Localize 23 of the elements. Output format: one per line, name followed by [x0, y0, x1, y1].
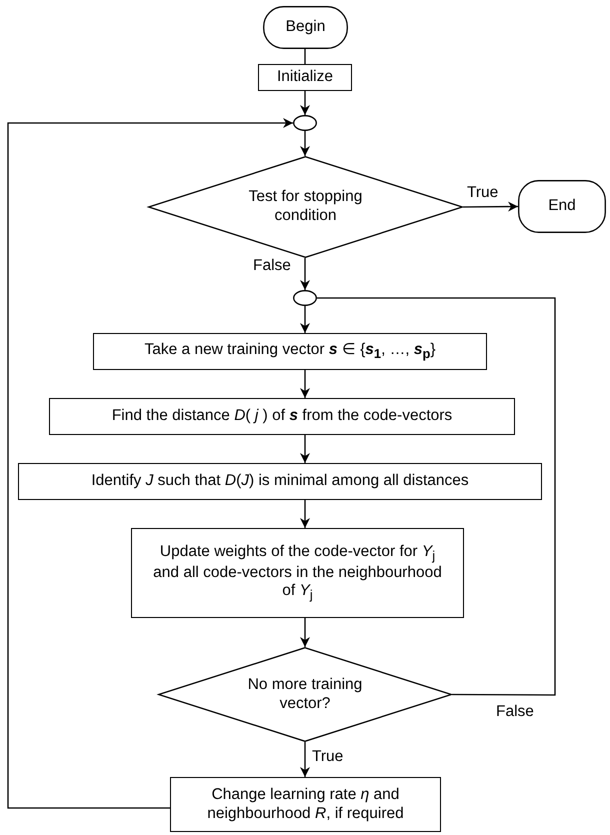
terminal-box: Begin: [263, 6, 348, 49]
process-box: Initialize: [258, 64, 352, 91]
arrow: [300, 618, 310, 647]
junction-circle: [293, 115, 317, 131]
arrow: [7, 118, 293, 809]
arrow: [300, 500, 310, 528]
process-box: Find the distance D( j ) of s from the code-vectors: [49, 398, 515, 435]
decision-diamond: Test for stopping condition: [148, 156, 463, 258]
decision-diamond: No more training vector?: [158, 647, 452, 742]
process-box: Identify J such that D(J) is minimal among all distances: [18, 463, 542, 500]
arrow: [300, 258, 310, 290]
arrow: [463, 202, 518, 212]
arrow: [300, 742, 310, 777]
process-box: Change learning rate η and neighbourhood R, if required: [170, 777, 441, 832]
arrow: [300, 435, 310, 463]
arrow: [300, 131, 310, 156]
terminal-box: End: [518, 180, 606, 233]
junction-circle: [293, 290, 317, 306]
process-box: Update weights of the code-vector for Y$_{j}$ and all code-vectors in the neighbourhood of Y$_{j}$: [131, 528, 464, 618]
arrow: [300, 370, 310, 398]
arrow: [300, 91, 310, 115]
process-box: Take a new training vector s ∈ {s$_{1}$, …, s$_{p}$}: [93, 333, 487, 370]
arrow: [300, 306, 310, 333]
